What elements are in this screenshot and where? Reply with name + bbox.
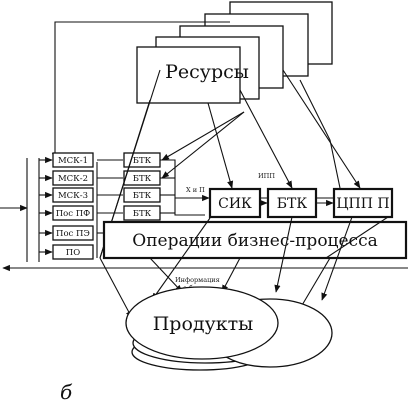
res-to-cpp-2: [299, 79, 341, 189]
btk-chain-label: БТК: [277, 196, 308, 212]
unit-label-3: МСК-3: [58, 191, 88, 201]
unit-label-5: Пос ПЭ: [56, 229, 90, 239]
product-arrows: [99, 216, 389, 319]
products-label: Продукты: [153, 313, 254, 335]
res-to-cpp: [282, 69, 361, 189]
unit-label-6: ПО: [66, 248, 80, 258]
info-label-1: Информация: [175, 276, 220, 284]
res-to-sik: [207, 102, 234, 189]
process-chain: Х и П ИПП СИК БТК ЦПП П: [175, 172, 394, 219]
unit-label-1: МСК-1: [58, 156, 88, 166]
res-to-btk1: [161, 111, 245, 161]
unit-box-4: [52, 205, 94, 221]
ops-to-prod-1: [149, 257, 183, 293]
res-to-btk2: [161, 111, 245, 179]
products-stack: Продукты: [125, 286, 333, 371]
resources-stack: Ресурсы: [136, 1, 333, 104]
unit-box-2: [52, 170, 94, 186]
btk-to-prod: [274, 216, 293, 293]
ops-to-prod-3: [297, 257, 331, 313]
figure-caption: б: [60, 380, 73, 404]
unit-box-3: [52, 187, 94, 203]
chain-top-label: ИПП: [258, 172, 275, 180]
unit-box-5: [52, 225, 94, 241]
sik-label: СИК: [218, 196, 252, 212]
unit-box-1: [52, 152, 94, 168]
btk-label-2: БТК: [133, 174, 152, 184]
btk-label-3: БТК: [133, 191, 152, 201]
cpp-to-prod-2: [325, 216, 389, 259]
ops-to-prod-2: [221, 257, 241, 293]
btk-label-1: БТК: [133, 156, 152, 166]
chain-left-label: Х и П: [186, 186, 205, 194]
resource-sheet-0: [136, 46, 241, 104]
btk-label-4: БТК: [133, 209, 152, 219]
cpp-label: ЦПП П: [336, 196, 389, 212]
res-to-btk: [239, 89, 293, 189]
resources-label: Ресурсы: [165, 61, 249, 83]
unit-label-2: МСК-2: [58, 174, 88, 184]
sik-to-prod: [151, 217, 211, 301]
operations-box: [102, 220, 408, 260]
left-units-column: МСК-1 БТК МСК-2 БТК МСК-3 БТК Пос ПФ БТК…: [0, 152, 205, 262]
top-line-path: [54, 21, 230, 155]
operations-label: Операции бизнес-процесса: [132, 231, 377, 251]
cpp-box: [332, 187, 394, 219]
product-disc-1: [125, 286, 279, 360]
unit-box-6: [52, 244, 94, 260]
unit-label-4: Пос ПФ: [56, 209, 90, 219]
ops-to-prod-left: [99, 257, 133, 319]
sik-box: [208, 187, 262, 219]
cpp-to-prod: [321, 216, 353, 301]
operations-block: Операции бизнес-процесса: [102, 220, 408, 260]
